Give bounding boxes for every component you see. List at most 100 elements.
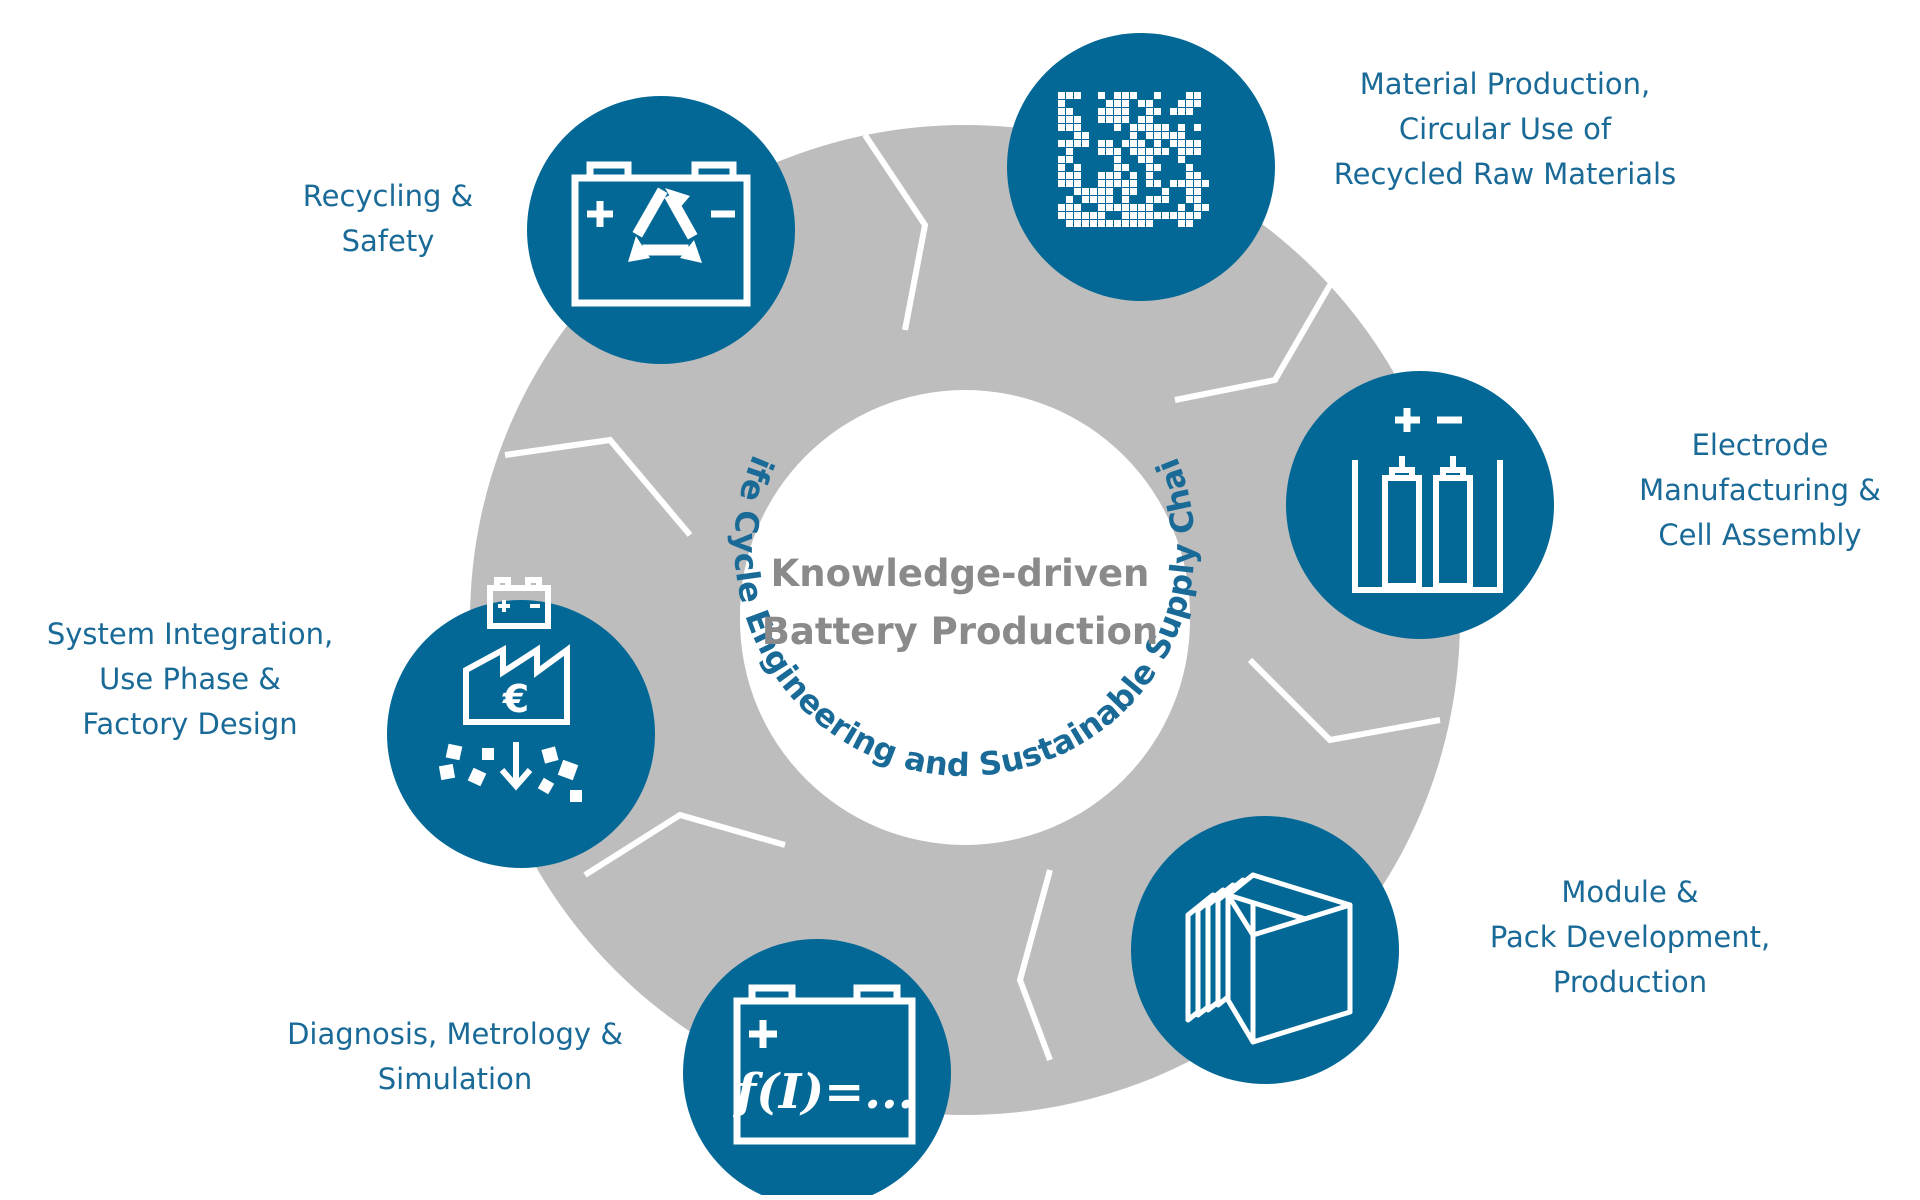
pixel <box>1114 108 1121 115</box>
module-pack-icon <box>1185 872 1353 1045</box>
pixel <box>1130 140 1137 147</box>
pixel <box>1114 220 1121 227</box>
pixel <box>1066 148 1073 155</box>
pixel <box>1098 180 1105 187</box>
pixel <box>1138 156 1145 163</box>
label-line: Simulation <box>377 1062 533 1096</box>
pixel <box>1122 164 1129 171</box>
pixel <box>1162 188 1169 195</box>
pixel <box>1066 204 1073 211</box>
pixel <box>1122 196 1129 203</box>
pixel <box>1066 140 1073 147</box>
pixel <box>1178 132 1185 139</box>
pixel <box>1106 180 1113 187</box>
label-line: Material Production, <box>1359 67 1651 101</box>
factory-euro-icon <box>463 577 570 791</box>
pixel <box>1082 132 1089 139</box>
pixel <box>1154 124 1161 131</box>
pixel <box>1074 124 1081 131</box>
pixel <box>1066 196 1073 203</box>
pixel <box>1178 212 1185 219</box>
label-line: Factory Design <box>82 707 298 741</box>
pixel <box>1194 188 1201 195</box>
euro-symbol: € <box>502 677 529 721</box>
pixel <box>1074 180 1081 187</box>
pixel <box>1178 180 1185 187</box>
pixel <box>1082 188 1089 195</box>
pixel <box>1154 132 1161 139</box>
pixel <box>1186 92 1193 99</box>
pixel <box>1106 188 1113 195</box>
pixel <box>1194 100 1201 107</box>
label-line: Manufacturing & <box>1639 473 1881 507</box>
label-diagnosis: Diagnosis, Metrology & Simulation <box>255 1012 655 1102</box>
pixel <box>1130 204 1137 211</box>
pixel <box>1178 108 1185 115</box>
pixel <box>1058 156 1065 163</box>
pixel <box>1178 100 1185 107</box>
pixel <box>1194 172 1201 179</box>
pixel <box>1186 108 1193 115</box>
pixel <box>1130 132 1137 139</box>
pixel <box>1058 140 1065 147</box>
pixel <box>1162 124 1169 131</box>
pixel <box>1098 172 1105 179</box>
stage-system: € <box>387 577 655 868</box>
pixel <box>1146 100 1153 107</box>
ring-divider <box>862 133 929 331</box>
pixel <box>1106 196 1113 203</box>
label-line: Diagnosis, Metrology & <box>287 1017 623 1051</box>
pixel <box>1122 204 1129 211</box>
pixel <box>1114 148 1121 155</box>
pixel <box>1090 212 1097 219</box>
label-recycling: Recycling & Safety <box>288 174 488 264</box>
center-circle <box>740 390 1190 840</box>
label-module: Module & Pack Development, Production <box>1460 870 1800 1005</box>
pixel <box>1170 132 1177 139</box>
stage-material <box>1007 33 1275 301</box>
pixel <box>1106 108 1113 115</box>
pixel <box>1138 204 1145 211</box>
pixel <box>1058 180 1065 187</box>
pixel <box>1106 140 1113 147</box>
pixel <box>1122 116 1129 123</box>
label-material: Material Production, Circular Use of Rec… <box>1305 62 1705 197</box>
pixel <box>1098 188 1105 195</box>
pixel <box>1202 180 1209 187</box>
pixel <box>1170 212 1177 219</box>
pixel <box>1058 172 1065 179</box>
pixel <box>1122 220 1129 227</box>
pixel <box>1058 204 1065 211</box>
pixel <box>1186 180 1193 187</box>
pixel <box>1066 156 1073 163</box>
pixel <box>1066 172 1073 179</box>
formula-text: f(I)=... <box>733 1064 915 1120</box>
pixel <box>1066 180 1073 187</box>
pixel <box>1146 156 1153 163</box>
pixel <box>1162 212 1169 219</box>
pixel <box>1186 148 1193 155</box>
pixel <box>1194 140 1201 147</box>
material-pixel-icon <box>1058 92 1209 227</box>
pixel <box>1186 212 1193 219</box>
label-line: System Integration, <box>46 617 334 651</box>
pixel <box>1098 148 1105 155</box>
pixel <box>1066 108 1073 115</box>
label-line: Recycled Raw Materials <box>1333 157 1677 191</box>
pixel <box>1122 92 1129 99</box>
label-line: Module & <box>1561 875 1699 909</box>
pixel <box>1058 116 1065 123</box>
pixel <box>1106 220 1113 227</box>
pixel <box>1194 92 1201 99</box>
pixel <box>1162 132 1169 139</box>
pixel <box>1058 92 1065 99</box>
pixel <box>1170 140 1177 147</box>
pixel <box>1098 108 1105 115</box>
pixel <box>1130 212 1137 219</box>
pixel <box>1114 100 1121 107</box>
pixel <box>1146 164 1153 171</box>
pixel <box>1114 172 1121 179</box>
pixel <box>1098 116 1105 123</box>
pixel <box>1082 196 1089 203</box>
